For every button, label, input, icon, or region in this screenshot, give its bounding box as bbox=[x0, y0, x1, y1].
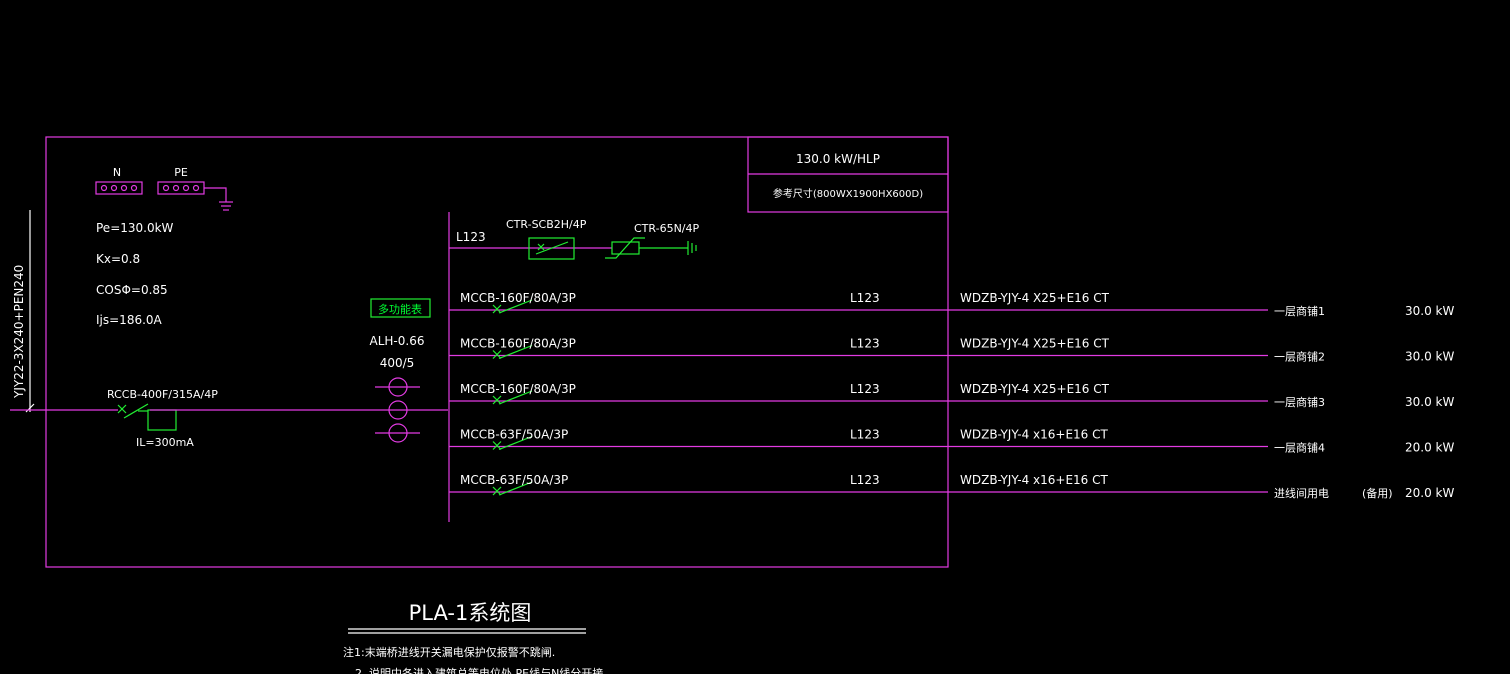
circuit-phase: L123 bbox=[850, 382, 880, 396]
breaker-blade bbox=[498, 481, 533, 496]
breaker-cross bbox=[492, 441, 502, 450]
param-cos: COSΦ=0.85 bbox=[96, 283, 168, 297]
circuit-cable: WDZB-YJY-4 X25+E16 CT bbox=[960, 337, 1110, 351]
circuit-phase: L123 bbox=[850, 337, 880, 351]
circuit-load: 进线间用电 bbox=[1274, 486, 1329, 500]
surge-arrester-symbol bbox=[605, 237, 697, 259]
circuit-cable: WDZB-YJY-4 x16+E16 CT bbox=[960, 428, 1108, 442]
spd-breaker-symbol bbox=[528, 237, 575, 260]
circuit-breaker-label: MCCB-63F/50A/3P bbox=[460, 428, 568, 442]
circuit-cable: WDZB-YJY-4 x16+E16 CT bbox=[960, 473, 1108, 487]
n-terminal-block bbox=[95, 181, 143, 195]
incoming-tick bbox=[25, 403, 35, 413]
ground-icon bbox=[204, 187, 233, 211]
spd-breaker-label: CTR-SCB2H/4P bbox=[506, 218, 587, 231]
meter-box bbox=[370, 298, 431, 318]
cabinet-size: 参考尺寸(800WX1900HX600D) bbox=[773, 187, 923, 200]
breaker-cross bbox=[492, 395, 502, 405]
circuit-power: 30.0 kW bbox=[1405, 304, 1454, 318]
circuit-power: 20.0 kW bbox=[1405, 441, 1454, 455]
breaker-blade bbox=[498, 299, 533, 314]
circuit-cable: WDZB-YJY-4 X25+E16 CT bbox=[960, 291, 1110, 305]
circuit-load: 一层商铺2 bbox=[1274, 350, 1325, 364]
rccb-label: RCCB-400F/315A/4P bbox=[107, 388, 218, 401]
circuit-cable: WDZB-YJY-4 X25+E16 CT bbox=[960, 382, 1110, 396]
circuit-power: 20.0 kW bbox=[1405, 486, 1454, 500]
param-kx: Kx=0.8 bbox=[96, 252, 140, 266]
param-ijs: Ijs=186.0A bbox=[96, 313, 163, 327]
cabinet-frame bbox=[45, 136, 949, 568]
current-transformers bbox=[375, 377, 420, 443]
rccb-symbol bbox=[117, 403, 177, 431]
circuit-power: 30.0 kW bbox=[1405, 350, 1454, 364]
ct-ratio: 400/5 bbox=[380, 356, 415, 370]
circuit-load: 一层商铺1 bbox=[1274, 304, 1325, 318]
spd-device-label: CTR-65N/4P bbox=[634, 222, 699, 235]
cabinet-rating: 130.0 kW/HLP bbox=[796, 152, 880, 166]
circuit-breaker-label: MCCB-160F/80A/3P bbox=[460, 291, 576, 305]
circuit-phase: L123 bbox=[850, 291, 880, 305]
pe-terminal-block bbox=[157, 181, 205, 195]
breaker-blade bbox=[498, 435, 533, 451]
circuit-power: 30.0 kW bbox=[1405, 395, 1454, 409]
circuit-phase: L123 bbox=[850, 473, 880, 487]
circuit-load: 一层商铺3 bbox=[1274, 395, 1325, 409]
circuit-note: (备用) bbox=[1362, 486, 1393, 500]
n-terminal-label: N bbox=[113, 166, 121, 179]
ct-model: ALH-0.66 bbox=[370, 334, 425, 348]
breaker-blade bbox=[498, 344, 533, 360]
pe-terminal-label: PE bbox=[174, 166, 188, 179]
breaker-cross bbox=[492, 350, 502, 359]
diagram-title: PLA-1系统图 bbox=[409, 601, 532, 625]
circuit-phase: L123 bbox=[850, 428, 880, 442]
leakage-label: IL=300mA bbox=[136, 436, 194, 449]
meter-label: 多功能表 bbox=[378, 302, 422, 316]
circuit-breaker-label: MCCB-160F/80A/3P bbox=[460, 337, 576, 351]
breaker-cross bbox=[492, 304, 502, 314]
breaker-cross bbox=[492, 486, 502, 496]
note-line-1: 注1:末端桥进线开关漏电保护仅报警不跳闸. bbox=[343, 645, 555, 659]
circuit-load: 一层商铺4 bbox=[1274, 441, 1325, 455]
circuit-breaker-label: MCCB-63F/50A/3P bbox=[460, 473, 568, 487]
breaker-blade bbox=[498, 390, 533, 405]
incoming-cable: YJY22-3X240+PEN240 bbox=[12, 265, 26, 399]
note-line-2: 2. 说明中各进入建筑总等电位处,PE线与N线分开接. bbox=[355, 666, 607, 674]
param-pe: Pe=130.0kW bbox=[96, 221, 174, 235]
spd-phase: L123 bbox=[456, 230, 486, 244]
circuit-breaker-label: MCCB-160F/80A/3P bbox=[460, 382, 576, 396]
